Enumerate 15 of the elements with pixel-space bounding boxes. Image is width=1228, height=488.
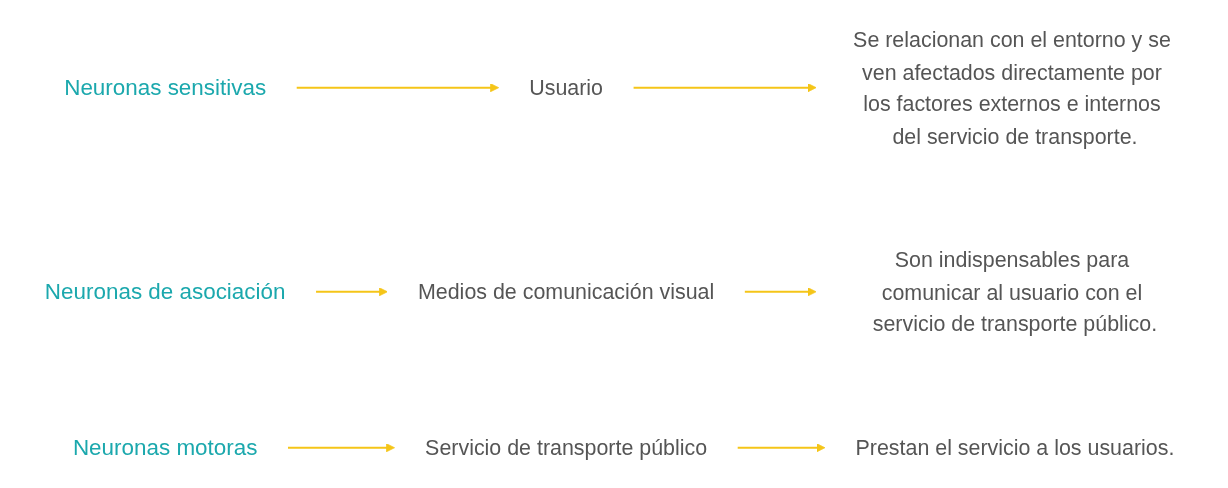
node-text: Medios de comunicación visual	[417, 279, 715, 304]
arrow	[744, 287, 817, 297]
node-text: Neuronas motoras	[72, 435, 258, 461]
arrow	[316, 287, 388, 297]
arrow	[296, 83, 500, 93]
node-text: Se relacionan con el entorno y se ven afectados directamente por los factores externos e internos del servicio de transporte.	[853, 27, 1171, 148]
node-text: Prestan el servicio a los usuarios.	[855, 435, 1175, 460]
arrow	[633, 83, 817, 93]
node-text: Usuario	[529, 75, 603, 100]
arrow	[737, 443, 826, 453]
arrow	[288, 443, 395, 453]
node-text: Son indispensables para comunicar al usuario con el servicio de transporte público.	[872, 247, 1158, 336]
node-text: Servicio de transporte público	[425, 435, 708, 460]
node-text: Neuronas sensitivas	[64, 74, 267, 101]
node-text: Neuronas de asociación	[44, 279, 286, 305]
